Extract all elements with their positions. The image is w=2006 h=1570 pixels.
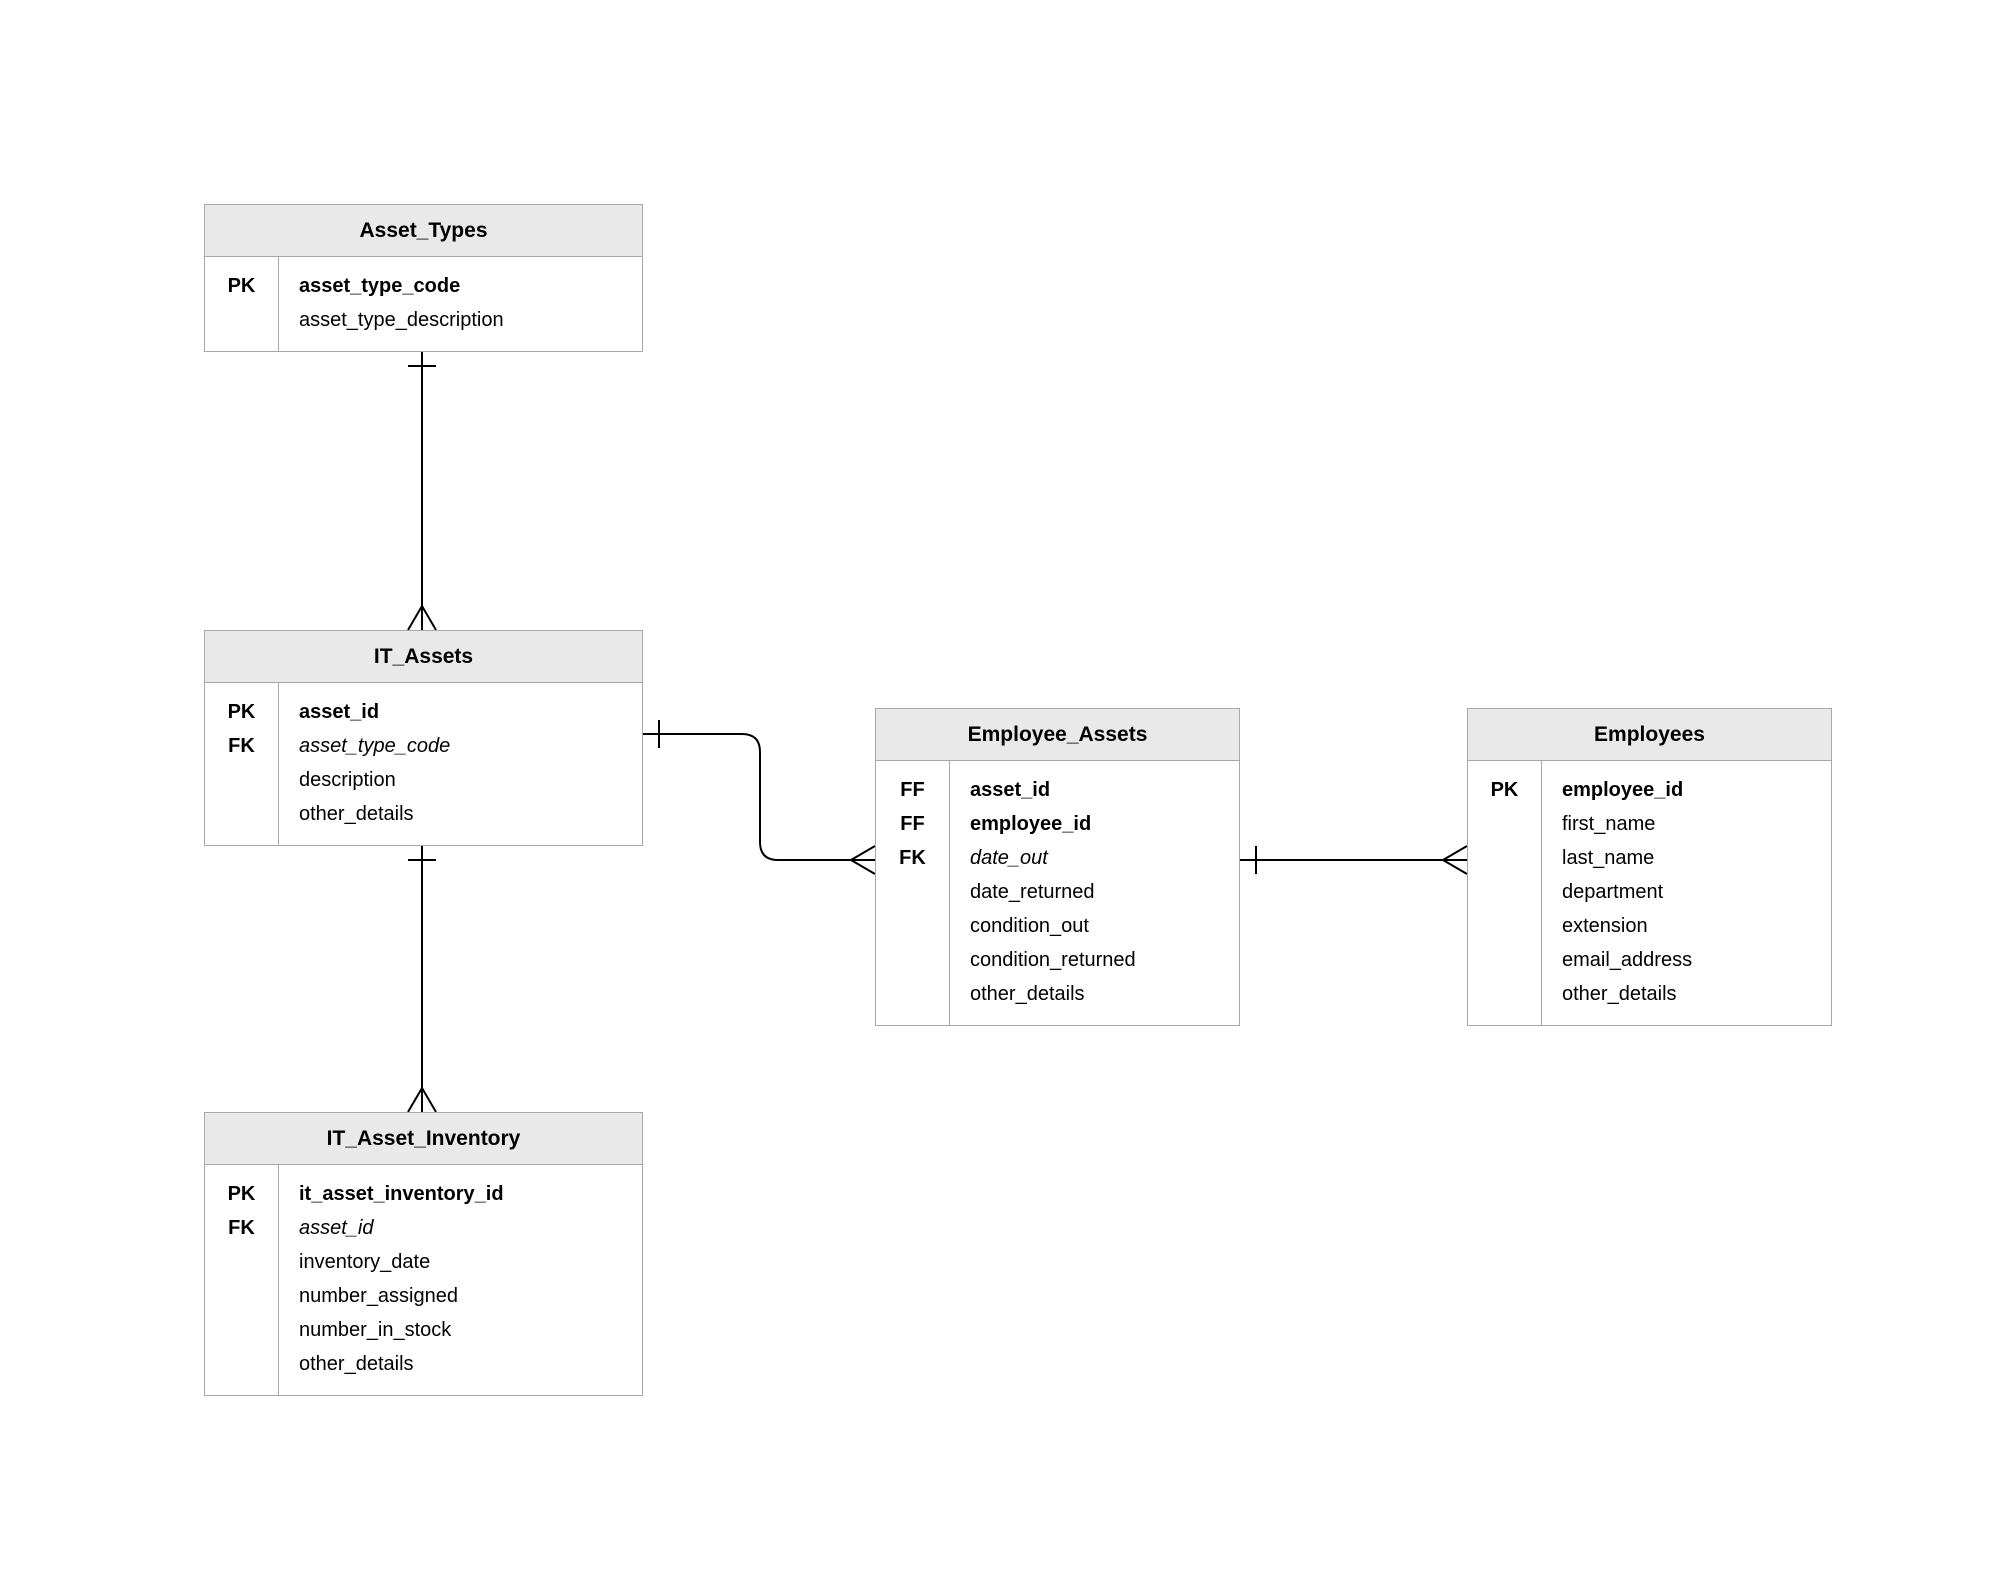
attribute-column: asset_type_code asset_type_description bbox=[279, 257, 642, 351]
attribute: asset_type_description bbox=[299, 309, 504, 331]
attribute: last_name bbox=[1562, 847, 1655, 869]
entity-body: PK asset_type_code asset_type_descriptio… bbox=[205, 257, 642, 351]
relationship-employee-assets-to-employees bbox=[1240, 845, 1468, 875]
key-column: PK FK bbox=[205, 1165, 279, 1395]
key-label bbox=[205, 1313, 278, 1347]
entity-body: PK FK asset_id asset_type_code descripti… bbox=[205, 683, 642, 845]
crow-foot-many-icon bbox=[850, 845, 876, 875]
key-label: PK bbox=[227, 1183, 256, 1205]
entity-employees[interactable]: Employees PK employee_id first_name last… bbox=[1467, 708, 1832, 1026]
key-column: FF FF FK bbox=[876, 761, 950, 1025]
attribute: number_in_stock bbox=[299, 1319, 452, 1341]
attribute: employee_id bbox=[970, 813, 1092, 835]
attribute: condition_returned bbox=[970, 949, 1136, 971]
attribute: date_returned bbox=[970, 881, 1095, 903]
relationship-line bbox=[643, 733, 875, 861]
entity-title: IT_Assets bbox=[205, 631, 642, 683]
attribute: asset_type_code bbox=[299, 735, 451, 757]
key-label bbox=[876, 977, 949, 1011]
entity-body: PK employee_id first_name last_name depa… bbox=[1468, 761, 1831, 1025]
key-column: PK bbox=[1468, 761, 1542, 1025]
attribute-column: employee_id first_name last_name departm… bbox=[1542, 761, 1831, 1025]
attribute: other_details bbox=[299, 803, 414, 825]
key-label bbox=[1468, 909, 1541, 943]
key-label bbox=[876, 875, 949, 909]
key-label bbox=[205, 797, 278, 831]
key-label bbox=[205, 1347, 278, 1381]
key-column: PK bbox=[205, 257, 279, 351]
attribute: asset_id bbox=[299, 1217, 374, 1239]
attribute: inventory_date bbox=[299, 1251, 431, 1273]
attribute: department bbox=[1562, 881, 1664, 903]
key-label: PK bbox=[227, 275, 256, 297]
attribute: extension bbox=[1562, 915, 1648, 937]
entity-it-asset-inventory[interactable]: IT_Asset_Inventory PK FK it_asset_invent… bbox=[204, 1112, 643, 1396]
entity-title: Asset_Types bbox=[205, 205, 642, 257]
key-label: FF bbox=[900, 779, 925, 801]
entity-employee-assets[interactable]: Employee_Assets FF FF FK asset_id employ… bbox=[875, 708, 1240, 1026]
key-label: FF bbox=[900, 813, 925, 835]
key-label bbox=[1468, 943, 1541, 977]
crow-foot-many-icon bbox=[407, 605, 437, 631]
crow-foot-many-icon bbox=[1442, 845, 1468, 875]
entity-title: Employee_Assets bbox=[876, 709, 1239, 761]
key-label: FK bbox=[899, 847, 926, 869]
key-label bbox=[205, 763, 278, 797]
key-label bbox=[205, 303, 278, 337]
attribute: other_details bbox=[970, 983, 1085, 1005]
entity-title: IT_Asset_Inventory bbox=[205, 1113, 642, 1165]
attribute: date_out bbox=[970, 847, 1048, 869]
entity-body: PK FK it_asset_inventory_id asset_id inv… bbox=[205, 1165, 642, 1395]
attribute: other_details bbox=[1562, 983, 1677, 1005]
attribute: other_details bbox=[299, 1353, 414, 1375]
entity-title: Employees bbox=[1468, 709, 1831, 761]
attribute-column: it_asset_inventory_id asset_id inventory… bbox=[279, 1165, 642, 1395]
entity-it-assets[interactable]: IT_Assets PK FK asset_id asset_type_code… bbox=[204, 630, 643, 846]
crow-foot-many-icon bbox=[407, 1087, 437, 1113]
attribute-column: asset_id employee_id date_out date_retur… bbox=[950, 761, 1239, 1025]
attribute: it_asset_inventory_id bbox=[299, 1183, 504, 1205]
attribute: description bbox=[299, 769, 396, 791]
relationship-it-assets-to-it-asset-inventory bbox=[407, 844, 437, 1113]
key-label bbox=[1468, 977, 1541, 1011]
key-label bbox=[1468, 807, 1541, 841]
attribute: employee_id bbox=[1562, 779, 1684, 801]
key-label: FK bbox=[228, 1217, 255, 1239]
attribute: first_name bbox=[1562, 813, 1656, 835]
attribute-column: asset_id asset_type_code description oth… bbox=[279, 683, 642, 845]
key-label: FK bbox=[228, 735, 255, 757]
attribute: number_assigned bbox=[299, 1285, 458, 1307]
attribute: condition_out bbox=[970, 915, 1089, 937]
attribute: email_address bbox=[1562, 949, 1693, 971]
entity-asset-types[interactable]: Asset_Types PK asset_type_code asset_typ… bbox=[204, 204, 643, 352]
attribute: asset_type_code bbox=[299, 275, 461, 297]
key-column: PK FK bbox=[205, 683, 279, 845]
relationship-it-assets-to-employee-assets bbox=[643, 720, 876, 875]
key-label bbox=[205, 1245, 278, 1279]
attribute: asset_id bbox=[299, 701, 380, 723]
key-label bbox=[876, 943, 949, 977]
entity-body: FF FF FK asset_id employee_id date_out d… bbox=[876, 761, 1239, 1025]
relationship-asset-types-to-it-assets bbox=[407, 350, 437, 631]
key-label bbox=[205, 1279, 278, 1313]
key-label: PK bbox=[1490, 779, 1519, 801]
key-label bbox=[1468, 841, 1541, 875]
key-label: PK bbox=[227, 701, 256, 723]
key-label bbox=[876, 909, 949, 943]
key-label bbox=[1468, 875, 1541, 909]
attribute: asset_id bbox=[970, 779, 1051, 801]
